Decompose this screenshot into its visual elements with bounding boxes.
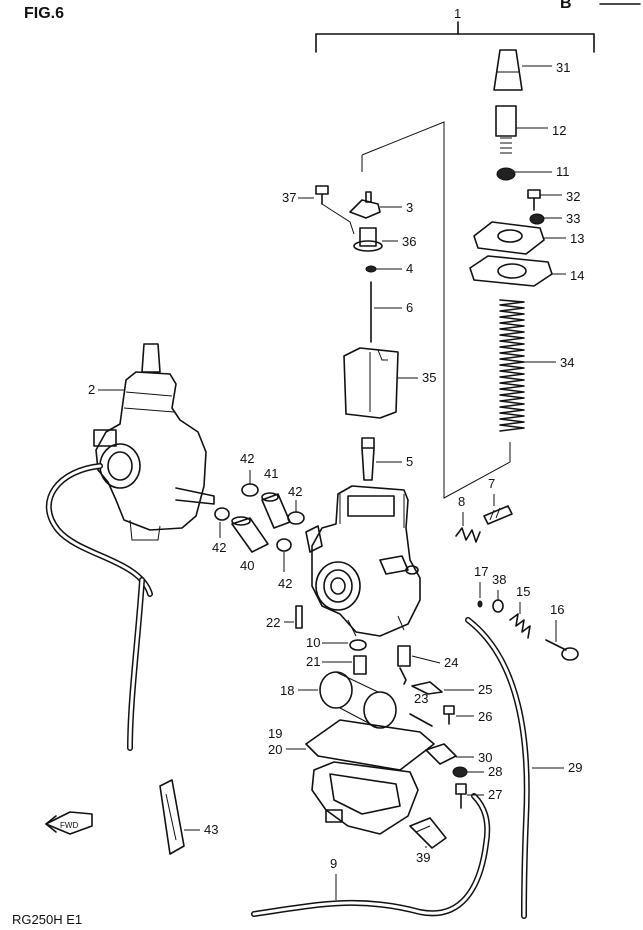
callout-11: 11 xyxy=(556,164,570,179)
leader-line-24 xyxy=(411,655,441,664)
callout-5: 5 xyxy=(406,454,413,469)
callout-31: 31 xyxy=(556,60,570,75)
callout-3: 3 xyxy=(406,200,413,215)
callout-28: 28 xyxy=(488,764,502,779)
callout-36: 36 xyxy=(402,234,416,249)
part-35-throttle-valve xyxy=(343,347,399,419)
callout-12: 12 xyxy=(552,123,566,138)
callout-32: 32 xyxy=(566,189,580,204)
callout-26: 26 xyxy=(478,709,492,724)
part-26-screw xyxy=(443,705,455,725)
callout-41: 41 xyxy=(264,466,278,481)
part-41-joint xyxy=(261,492,291,529)
callout-19: 19 xyxy=(268,726,282,741)
callout-17: 17 xyxy=(474,564,488,579)
part-32-screw xyxy=(527,189,541,211)
part-13-top-plate xyxy=(473,221,545,255)
callout-7: 7 xyxy=(488,476,495,491)
explode-guides xyxy=(361,121,511,499)
part-38-washer xyxy=(492,599,504,613)
callout-42a: 42 xyxy=(240,451,254,466)
section-letter: B xyxy=(560,0,572,12)
callout-13: 13 xyxy=(570,231,584,246)
part-8-spring xyxy=(455,527,481,543)
callout-14: 14 xyxy=(570,268,584,283)
callout-23: 23 xyxy=(414,691,428,706)
callout-24: 24 xyxy=(444,655,458,670)
part-19-20-float-chamber xyxy=(305,719,435,835)
callout-20: 20 xyxy=(268,742,282,757)
part-29-hose xyxy=(465,617,530,919)
figure-title: FIG.6 xyxy=(24,5,64,22)
part-18-float xyxy=(319,671,397,729)
part-10-washer xyxy=(349,639,367,651)
part-9-hose xyxy=(251,793,491,917)
part-5-needle-jet xyxy=(361,437,375,481)
part-12-adjuster xyxy=(495,105,517,154)
callout-42c: 42 xyxy=(212,540,226,555)
assembly-bracket xyxy=(315,21,595,53)
part-25-plate xyxy=(411,681,443,695)
callout-42b: 42 xyxy=(288,484,302,499)
carburetor-body xyxy=(305,485,421,637)
callout-43: 43 xyxy=(204,822,218,837)
part-37-screw xyxy=(315,185,355,235)
part-7-screw xyxy=(483,505,513,525)
part-23-pin xyxy=(409,713,433,727)
part-28-washer xyxy=(452,766,468,778)
callout-42d: 42 xyxy=(278,576,292,591)
callout-22: 22 xyxy=(266,615,280,630)
part-31-cap xyxy=(493,49,523,91)
callout-16: 16 xyxy=(550,602,564,617)
callout-39: 39 xyxy=(416,850,430,865)
callout-27: 27 xyxy=(488,787,502,802)
part-14-gasket xyxy=(469,255,553,287)
callout-35: 35 xyxy=(422,370,436,385)
front-arrow-label: FWD xyxy=(60,821,78,830)
callout-2: 2 xyxy=(88,382,95,397)
callout-29: 29 xyxy=(568,760,582,775)
hose-left xyxy=(45,463,153,751)
part-43-strap xyxy=(159,779,185,855)
callout-18: 18 xyxy=(280,683,294,698)
part-39-screw xyxy=(409,817,447,849)
callout-6: 6 xyxy=(406,300,413,315)
callout-10: 10 xyxy=(306,635,320,650)
callout-38: 38 xyxy=(492,572,506,587)
callout-25: 25 xyxy=(478,682,492,697)
callout-21: 21 xyxy=(306,654,320,669)
part-11-nut xyxy=(496,167,516,181)
callout-8: 8 xyxy=(458,494,465,509)
callout-4: 4 xyxy=(406,261,413,276)
front-direction-arrow: FWD xyxy=(45,811,93,835)
part-21-jet xyxy=(353,655,367,675)
callout-34: 34 xyxy=(560,355,574,370)
part-16-screw xyxy=(545,639,579,661)
spring-coil xyxy=(499,299,525,432)
callout-37: 37 xyxy=(282,190,296,205)
part-30-plate xyxy=(425,743,457,765)
model-code: RG250H E1 xyxy=(12,912,82,927)
callout-30: 30 xyxy=(478,750,492,765)
callout-layer: 1311211323313143437336463552424142424042… xyxy=(88,6,584,900)
part-15-spring xyxy=(509,613,531,639)
part-17-washer xyxy=(477,600,483,608)
part-36-holder xyxy=(353,227,383,252)
part-27-bolt xyxy=(455,783,467,809)
callout-1: 1 xyxy=(454,6,461,21)
part-40-joint xyxy=(231,516,269,553)
part-34-spring xyxy=(499,299,525,432)
part-33-washer xyxy=(529,213,545,225)
callout-9: 9 xyxy=(330,856,337,871)
callout-40: 40 xyxy=(240,558,254,573)
part-3-plate xyxy=(349,191,381,219)
callout-33: 33 xyxy=(566,211,580,226)
carburetor-assembly xyxy=(93,343,215,541)
part-22-plug xyxy=(295,605,303,629)
part-4-clip xyxy=(365,265,377,273)
callout-15: 15 xyxy=(516,584,530,599)
part-24-jets xyxy=(397,645,411,685)
